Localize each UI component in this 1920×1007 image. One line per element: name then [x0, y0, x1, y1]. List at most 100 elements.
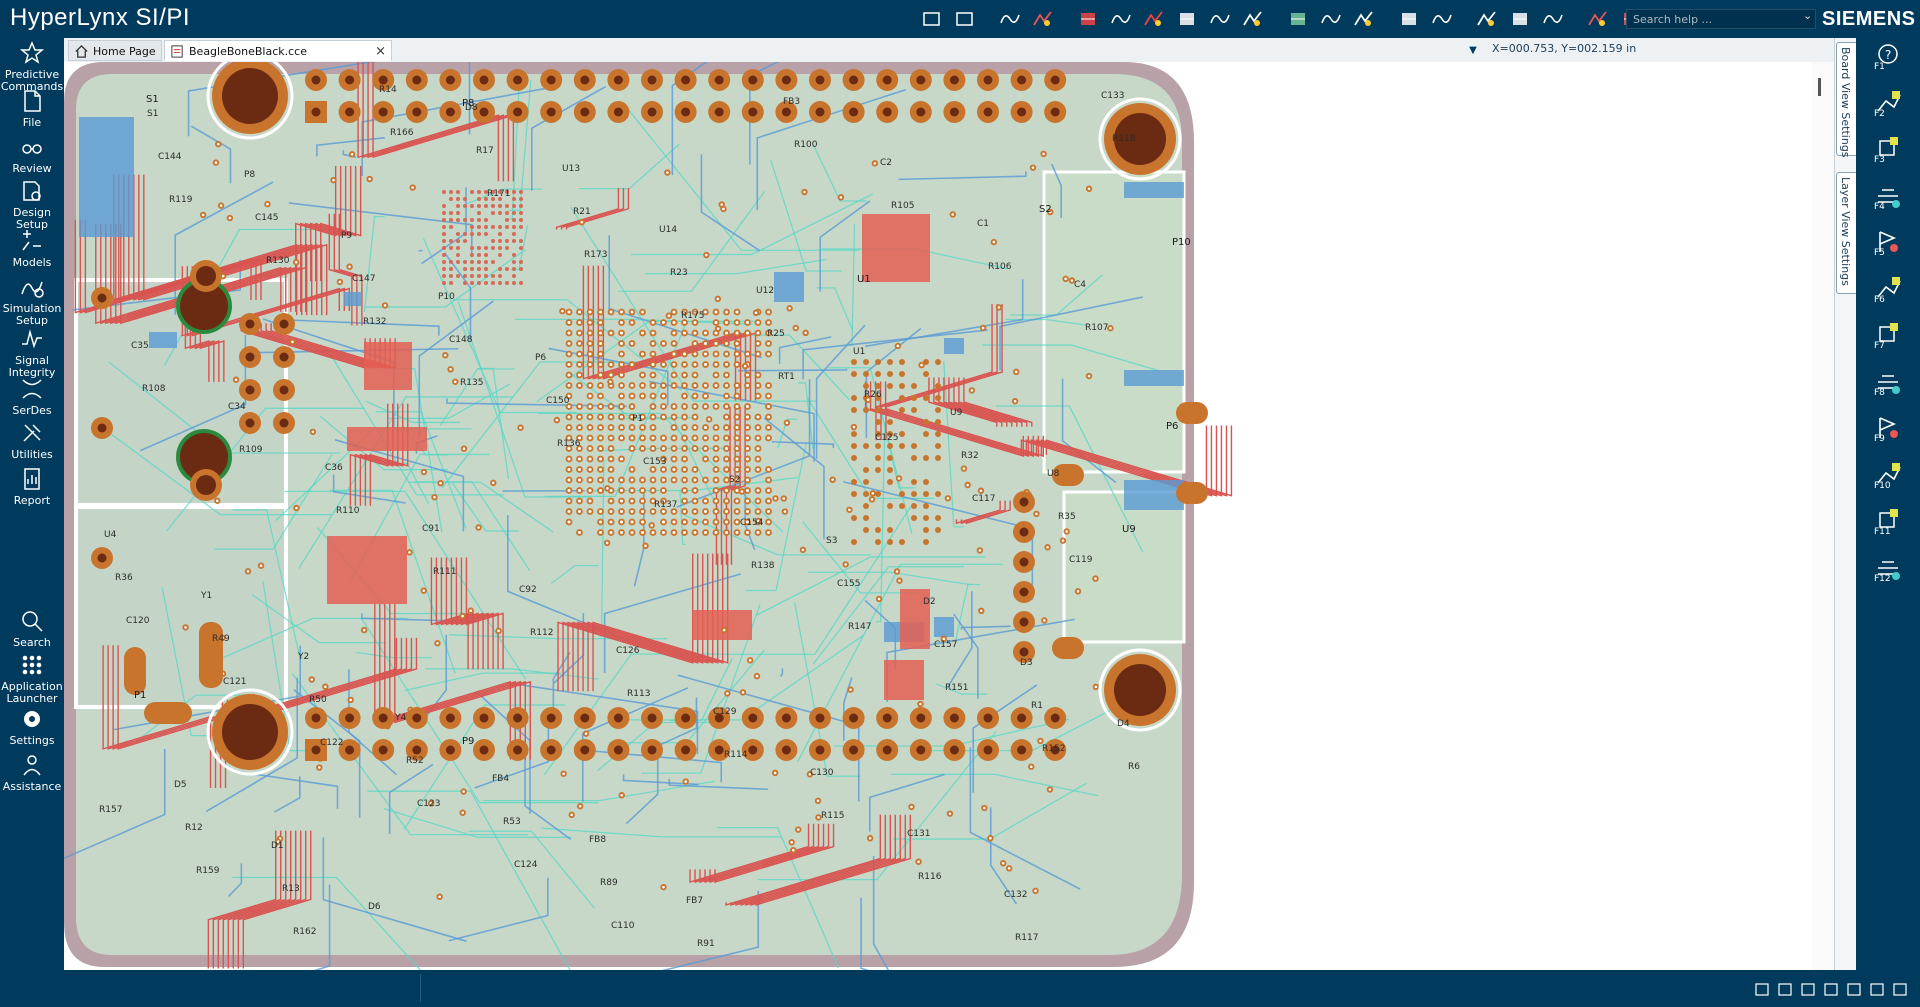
silkscreen-label: R53	[503, 817, 521, 827]
nav-app-launcher[interactable]: Application Launcher	[0, 652, 64, 705]
close-icon[interactable]: ×	[375, 44, 386, 59]
waveform-icon[interactable]	[1395, 6, 1422, 32]
tab-board-file[interactable]: BeagleBoneBlack.cce ×	[164, 40, 392, 61]
zoom-window-icon[interactable]	[1847, 982, 1862, 996]
zoom-in-icon[interactable]	[1801, 982, 1816, 996]
review-icon	[22, 144, 42, 154]
layer-3d-icon[interactable]: F11	[1872, 505, 1904, 537]
signal-integrity-icon	[22, 329, 42, 349]
nav-simulation-setup[interactable]: Simulation Setup	[0, 274, 64, 327]
via-icon[interactable]	[1107, 6, 1134, 32]
crosstalk-icon[interactable]: F6	[1872, 273, 1904, 305]
eye-icon[interactable]	[1506, 6, 1533, 32]
function-key-label: F7	[1874, 341, 1885, 351]
pin-icon[interactable]: F12	[1872, 552, 1904, 584]
tab-list-dropdown[interactable]: ▼	[1469, 45, 1477, 56]
scrollbar-thumb[interactable]	[1818, 78, 1821, 96]
chevron-down-icon[interactable]: ⌄	[1803, 9, 1813, 22]
silkscreen-label: C153	[643, 457, 666, 467]
probe-icon[interactable]: F7	[1872, 319, 1904, 351]
mounting-holes	[124, 62, 1208, 776]
terminator-icon[interactable]	[1206, 6, 1233, 32]
nav-serdes[interactable]: SerDes	[0, 376, 64, 417]
nav-settings[interactable]: Settings	[0, 706, 64, 747]
vertical-scrollbar[interactable]	[1812, 62, 1834, 970]
filter-icon[interactable]: F5	[1872, 226, 1904, 258]
brand-logo: SIEMENS	[1822, 8, 1916, 30]
eye-icon[interactable]	[1473, 6, 1500, 32]
select-component-icon[interactable]: F3	[1872, 133, 1904, 165]
nav-review[interactable]: Review	[0, 134, 64, 175]
pan-icon[interactable]	[1870, 982, 1885, 996]
layer-icon[interactable]	[1140, 6, 1167, 32]
silkscreen-label: P8	[244, 170, 255, 180]
waveform-icon[interactable]	[1428, 6, 1455, 32]
silkscreen-label: FB8	[589, 835, 606, 845]
nav-label: Assistance	[2, 780, 62, 793]
function-key-label: F4	[1874, 201, 1885, 212]
wa-icon[interactable]	[1350, 6, 1377, 32]
search-help-input[interactable]: Search help ...	[1626, 9, 1816, 29]
tab-layer-view-settings[interactable]: Layer View Settings	[1836, 172, 1858, 294]
highlight-icon[interactable]: F4	[1872, 180, 1904, 212]
component-icon[interactable]	[1173, 6, 1200, 32]
nav-signal-integrity[interactable]: Signal Integrity	[0, 326, 64, 379]
function-key-label: F5	[1874, 248, 1885, 258]
fit-icon[interactable]	[1778, 982, 1793, 996]
save-icon[interactable]	[951, 6, 978, 32]
silkscreen-label: R173	[584, 250, 607, 260]
collapse-icon[interactable]	[1755, 982, 1770, 996]
crosstalk-icon[interactable]	[1584, 6, 1611, 32]
silkscreen-label: FB7	[686, 896, 703, 906]
side-panel-tabs: Board View Settings Layer View Settings	[1834, 38, 1858, 970]
nav-report[interactable]: Report	[0, 466, 64, 507]
nav-label: Report	[13, 494, 51, 507]
silkscreen-label: U9	[950, 408, 963, 418]
model-icon[interactable]	[1239, 6, 1266, 32]
silkscreen-label: C92	[519, 585, 537, 595]
silkscreen-label: C150	[546, 396, 570, 406]
open-folder-icon[interactable]	[918, 6, 945, 32]
net-select-icon[interactable]	[1029, 6, 1056, 32]
fullscreen-icon[interactable]	[1893, 982, 1908, 996]
nav-search[interactable]: Search	[0, 608, 64, 649]
silkscreen-label: U8	[1047, 469, 1060, 479]
utilities-icon	[23, 424, 41, 442]
board-wizard-icon[interactable]	[996, 6, 1023, 32]
silkscreen-label: C34	[228, 402, 246, 412]
silkscreen-label: R175	[681, 311, 704, 321]
silkscreen-label: R17	[476, 146, 494, 156]
tab-home-page[interactable]: Home Page	[68, 40, 162, 61]
trace-icon[interactable]: F8	[1872, 366, 1904, 398]
select-net-icon[interactable]: F2	[1872, 87, 1904, 119]
help-icon[interactable]: ?F1	[1872, 40, 1904, 72]
silkscreen-key-label: P9	[462, 736, 474, 747]
silkscreen-label: R116	[918, 872, 942, 882]
nav-utilities[interactable]: Utilities	[0, 420, 64, 461]
nav-label: Simulation Setup	[2, 302, 62, 327]
nav-file[interactable]: File	[0, 88, 64, 129]
ruler-icon[interactable]: F9	[1872, 412, 1904, 444]
silkscreen-label: R89	[600, 878, 618, 888]
3d-view-icon[interactable]: F10	[1872, 459, 1904, 491]
silkscreen-label: R130	[266, 256, 290, 266]
silkscreen-label: R138	[751, 561, 775, 571]
silkscreen-label: U1	[853, 347, 865, 357]
zoom-out-icon[interactable]	[1824, 982, 1839, 996]
pcb-board[interactable]: S1P8P9P10P6P1S2S3D2D3D4D5D1D6D8U13U14U12…	[64, 62, 1524, 970]
nav-predictive-commands[interactable]: Predictive Commands	[0, 40, 64, 93]
silkscreen-label: C4	[1074, 280, 1086, 290]
tab-board-view-settings[interactable]: Board View Settings	[1836, 42, 1858, 158]
nav-models[interactable]: Models	[0, 228, 64, 269]
silkscreen-label: U12	[756, 286, 774, 296]
probe-icon[interactable]	[1284, 6, 1311, 32]
silkscreen-label: P9	[341, 231, 352, 241]
silkscreen-label: R35	[1058, 512, 1076, 522]
nav-design-setup[interactable]: Design Setup	[0, 178, 64, 231]
dgs-icon[interactable]	[1539, 6, 1566, 32]
osc-icon[interactable]	[1317, 6, 1344, 32]
nav-assistance[interactable]: Assistance	[0, 752, 64, 793]
stackup-icon[interactable]	[1074, 6, 1101, 32]
